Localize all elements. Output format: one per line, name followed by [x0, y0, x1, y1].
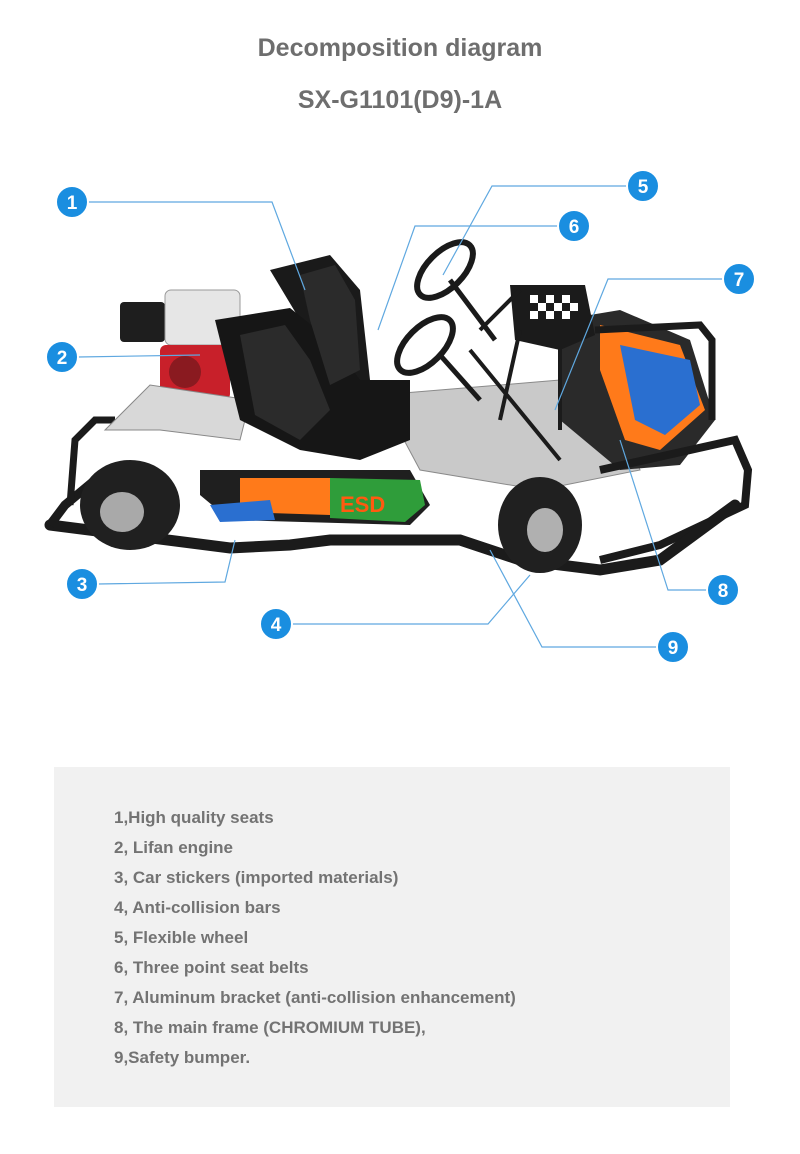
model-number: SX-G1101(D9)-1A: [297, 86, 503, 114]
callout-5: 5: [626, 169, 660, 203]
legend-list: 1,High quality seats 2, Lifan engine 3, …: [114, 803, 516, 1073]
svg-text:6: 6: [569, 217, 580, 238]
legend-item: 5, Flexible wheel: [114, 928, 249, 947]
svg-text:1: 1: [67, 193, 78, 214]
svg-text:2: 2: [57, 348, 68, 369]
svg-text:8: 8: [718, 581, 729, 602]
svg-text:4: 4: [271, 615, 282, 636]
svg-text:7: 7: [734, 270, 745, 291]
callout-4: 4: [259, 607, 293, 641]
kart-illustration: ESD: [44, 239, 753, 576]
svg-text:3: 3: [77, 575, 88, 596]
legend-item: 4, Anti-collision bars: [114, 898, 281, 917]
decal-text: ESD: [340, 492, 385, 517]
callout-2: 2: [45, 340, 79, 374]
legend-item: 3, Car stickers (imported materials): [114, 868, 399, 887]
legend-item: 6, Three point seat belts: [114, 958, 309, 977]
leader-lines: [77, 185, 723, 648]
callout-1: 1: [55, 185, 89, 219]
legend-item: 1,High quality seats: [114, 808, 274, 827]
legend-item: 9,Safety bumper.: [114, 1048, 251, 1067]
callout-3: 3: [65, 567, 99, 601]
svg-text:5: 5: [638, 177, 649, 198]
legend-panel: 1,High quality seats 2, Lifan engine 3, …: [54, 767, 730, 1107]
diagram-title: Decomposition diagram: [257, 34, 543, 62]
legend-item: 7, Aluminum bracket (anti-collision enha…: [114, 988, 516, 1007]
legend-item: 2, Lifan engine: [114, 838, 234, 857]
callout-6: 6: [557, 209, 591, 243]
legend-item: 8, The main frame (CHROMIUM TUBE),: [114, 1018, 426, 1037]
callout-8: 8: [706, 573, 740, 607]
kart-diagram: ESD 1 2 3 4 5 6 7 8: [44, 169, 756, 664]
svg-text:9: 9: [668, 638, 679, 659]
callout-9: 9: [656, 630, 690, 664]
callout-7: 7: [722, 262, 756, 296]
